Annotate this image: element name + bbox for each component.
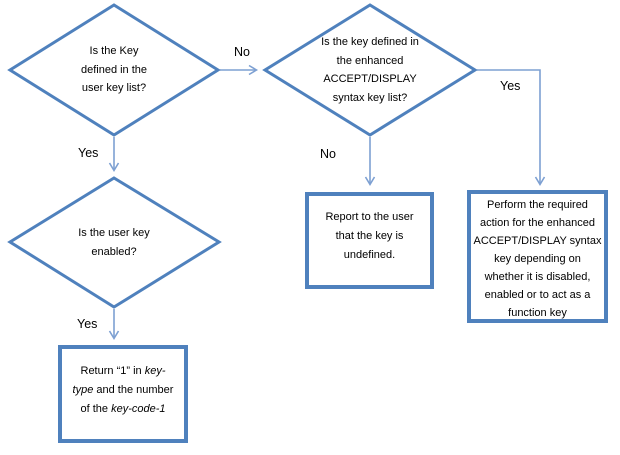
- text-segment-italic: key-: [144, 365, 166, 377]
- diamond-user-key-enabled: [7, 176, 222, 309]
- text-line: of the key-code-1: [62, 400, 184, 419]
- text-line: Report to the user: [325, 211, 414, 223]
- text-segment-italic: type: [72, 384, 94, 396]
- text-line: that the key is: [335, 230, 404, 242]
- text-line: Is the Key: [89, 45, 139, 57]
- branch-label-yes-3: Yes: [77, 317, 98, 331]
- diamond-user-key-enabled-text: Is the user key enabled?: [14, 224, 214, 261]
- text-line: whether it is disabled,: [484, 271, 591, 283]
- process-box-return-key-type: Return “1” in key- type and the number o…: [58, 345, 188, 443]
- text-line: function key: [508, 307, 567, 319]
- text-line: defined in the: [80, 63, 148, 76]
- connector-yes-to-perform-box: [477, 69, 546, 187]
- diamond-user-key-defined-text: Is the Key defined in the user key list?: [14, 42, 214, 98]
- text-line: type and the number: [62, 381, 184, 400]
- branch-label-no-2: No: [320, 147, 336, 161]
- text-segment: Return “1” in: [80, 365, 145, 377]
- text-line: Perform the required: [487, 199, 588, 211]
- diamond-user-key-defined: [7, 3, 221, 137]
- connector-group: [108, 64, 546, 341]
- text-line: action for the enhanced: [480, 217, 595, 229]
- text-line: Is the user key: [78, 227, 150, 239]
- branch-label-yes-2: Yes: [500, 79, 521, 93]
- branch-label-yes-1: Yes: [78, 146, 99, 160]
- branch-label-no-1: No: [234, 45, 250, 59]
- text-segment: and the number: [93, 384, 174, 396]
- text-segment-italic: key-code-1: [111, 403, 166, 415]
- diamond-group: [7, 3, 478, 309]
- text-segment: of the: [80, 403, 112, 415]
- text-line: ACCEPT/DISPLAY: [323, 73, 417, 85]
- text-line: enabled or to act as a: [484, 289, 591, 301]
- text-line: user key list?: [81, 82, 147, 94]
- text-line: syntax key list?: [332, 91, 408, 104]
- text-line: the enhanced: [336, 54, 404, 67]
- diamond-enhanced-key-defined: [262, 3, 478, 137]
- text-line: key depending on: [494, 253, 581, 265]
- text-line: enabled?: [91, 245, 137, 258]
- text-line: undefined.: [343, 249, 396, 261]
- process-box-report-undefined: Report to the user that the key is undef…: [305, 192, 434, 289]
- text-line: Is the key defined in: [321, 36, 419, 48]
- diamond-enhanced-key-defined-text: Is the key defined in the enhanced ACCEP…: [275, 33, 465, 107]
- text-line: Return “1” in key-: [62, 362, 184, 381]
- text-line: ACCEPT/DISPLAY syntax: [473, 235, 602, 247]
- process-box-perform-enhanced-action: Perform the required action for the enha…: [467, 190, 608, 323]
